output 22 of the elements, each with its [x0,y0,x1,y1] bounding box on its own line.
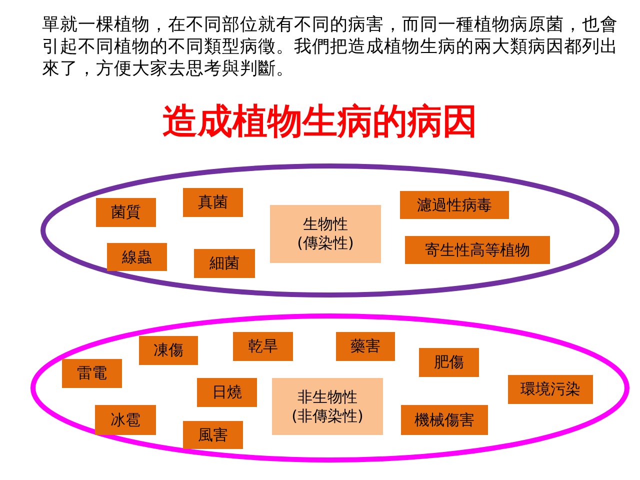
cause-box: 風害 [183,421,243,449]
cause-box: 寄生性高等植物 [405,236,550,264]
cause-box: 環境污染 [508,375,593,404]
group-ellipse [30,313,630,463]
cause-box: 濾過性病毒 [400,191,509,219]
intro-paragraph: 單就一棵植物，在不同部位就有不同的病害，而同一種植物病原菌，也會引起不同植物的不同類型病徵。我們把造成植物生病的兩大類病因都列出來了，方便大家去思考與判斷。 [42,14,619,80]
cause-box: 細菌 [194,249,255,278]
category-box: 生物性 (傳染性) [270,205,381,263]
cause-box: 日燒 [197,378,257,407]
cause-box: 凍傷 [139,336,198,365]
cause-box: 線蟲 [107,243,167,271]
cause-box: 菌質 [96,198,156,227]
cause-box: 冰雹 [95,405,156,435]
cause-box: 雷電 [62,359,122,388]
category-box: 非生物性 (非傳染性) [272,378,383,435]
group-ellipse [40,163,620,298]
cause-box: 肥傷 [419,348,479,377]
cause-box: 藥害 [336,332,395,361]
cause-box: 真菌 [183,188,243,217]
title: 造成植物生病的病因 [162,102,478,142]
cause-box: 機械傷害 [401,405,488,435]
cause-box: 乾旱 [233,332,293,361]
